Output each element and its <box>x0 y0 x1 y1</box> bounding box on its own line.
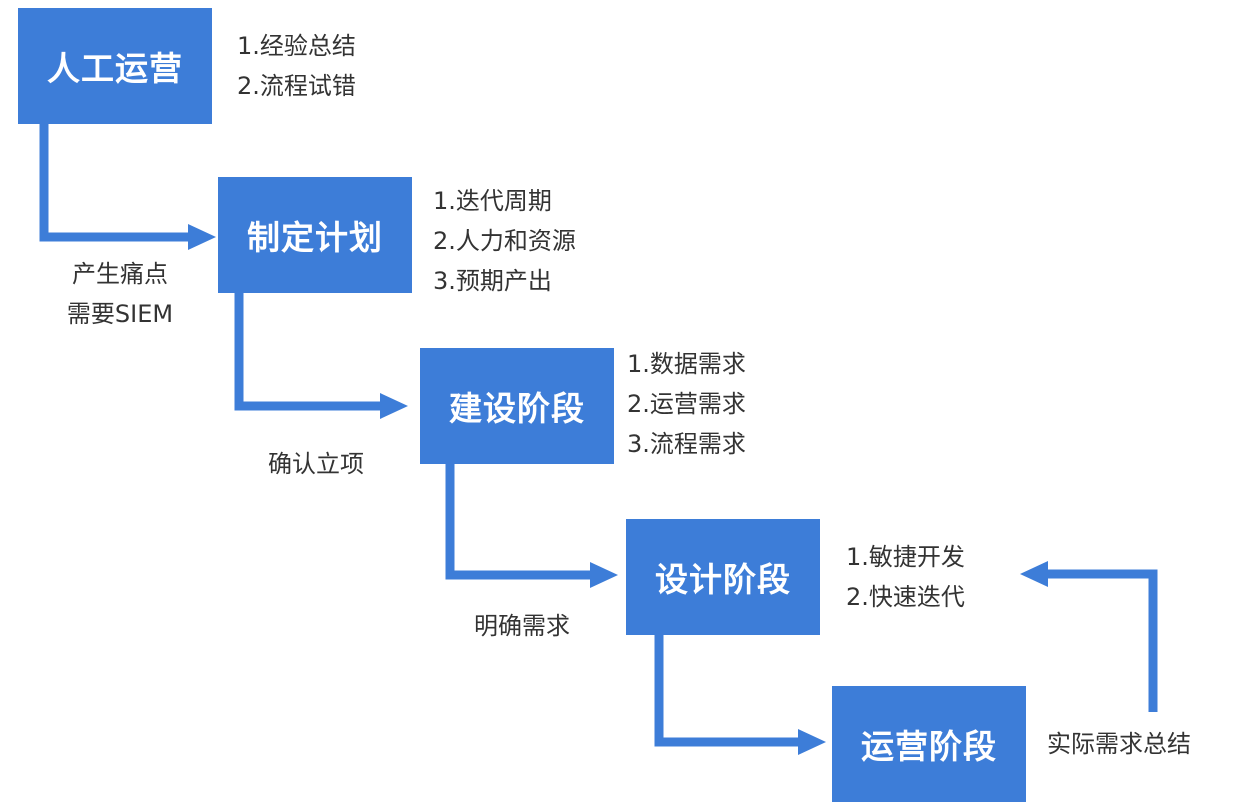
stage-operation-phase: 运营阶段 <box>832 686 1026 802</box>
arrowhead-feedback <box>1020 561 1048 587</box>
transition-line: 产生痛点 <box>72 260 168 288</box>
detail-item: 2.快速迭代 <box>846 583 965 611</box>
arrowhead-build <box>380 393 408 419</box>
transition-line: 实际需求总结 <box>1047 730 1191 758</box>
arrowhead-design <box>590 562 618 588</box>
detail-list-manual: 1.经验总结 2.流程试错 <box>237 26 356 106</box>
detail-list-design: 1.敏捷开发 2.快速迭代 <box>846 537 965 617</box>
transition-label-clarify-requirements: 明确需求 <box>474 606 570 646</box>
detail-item: 2.运营需求 <box>627 390 746 418</box>
stage-label: 设计阶段 <box>655 560 791 599</box>
transition-label-pain-point: 产生痛点 需要SIEM <box>40 254 200 334</box>
detail-item: 1.数据需求 <box>627 350 746 378</box>
detail-item: 2.人力和资源 <box>433 227 576 255</box>
arrowhead-operate <box>798 729 826 755</box>
stage-design-phase: 设计阶段 <box>626 519 820 635</box>
stage-label: 人工运营 <box>47 49 183 88</box>
detail-item: 2.流程试错 <box>237 72 356 100</box>
arrowhead-plan <box>188 224 216 250</box>
arrow-design-to-operate <box>654 634 800 747</box>
detail-item: 1.经验总结 <box>237 32 356 60</box>
detail-list-build: 1.数据需求 2.运营需求 3.流程需求 <box>627 344 746 464</box>
stage-label: 建设阶段 <box>449 389 585 428</box>
stage-label: 运营阶段 <box>861 727 997 766</box>
transition-line: 确认立项 <box>268 450 364 478</box>
stage-manual-operation: 人工运营 <box>18 8 212 124</box>
arrow-plan-to-build <box>234 292 382 411</box>
arrow-build-to-design <box>445 462 592 580</box>
transition-label-actual-requirements: 实际需求总结 <box>1047 724 1191 764</box>
detail-item: 3.流程需求 <box>627 430 746 458</box>
stage-build-phase: 建设阶段 <box>420 348 614 464</box>
transition-line: 需要SIEM <box>66 300 174 328</box>
detail-item: 1.迭代周期 <box>433 187 552 215</box>
stage-label: 制定计划 <box>247 218 383 257</box>
detail-item: 3.预期产出 <box>433 267 552 295</box>
detail-list-plan: 1.迭代周期 2.人力和资源 3.预期产出 <box>433 181 576 301</box>
stage-make-plan: 制定计划 <box>218 177 412 293</box>
arrow-feedback-to-design <box>1046 569 1158 712</box>
detail-item: 1.敏捷开发 <box>846 543 965 571</box>
arrow-manual-to-plan <box>39 124 190 242</box>
transition-line: 明确需求 <box>474 612 570 640</box>
transition-label-confirm-project: 确认立项 <box>268 444 364 484</box>
